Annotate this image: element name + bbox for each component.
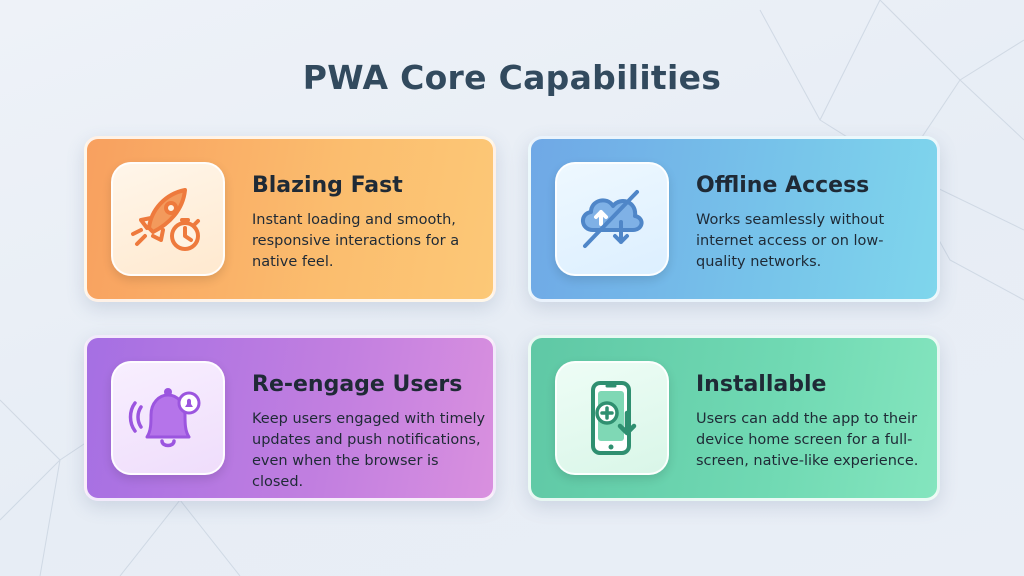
card-description: Instant loading and smooth, responsive i… bbox=[252, 212, 460, 270]
card-re-engage-users: Re-engage Users Keep users engaged with … bbox=[84, 335, 496, 501]
card-title: Installable bbox=[696, 372, 827, 397]
icon-tile bbox=[111, 361, 225, 475]
page-title: PWA Core Capabilities bbox=[302, 58, 722, 97]
card-description: Users can add the app to their device ho… bbox=[696, 411, 919, 469]
card-description: Works seamlessly without internet access… bbox=[696, 212, 885, 270]
icon-tile bbox=[111, 162, 225, 276]
icon-tile bbox=[555, 162, 669, 276]
card-offline-access: Offline Access Works seamlessly without … bbox=[528, 136, 940, 302]
card-title: Offline Access bbox=[696, 173, 870, 198]
bell-notification-icon bbox=[128, 388, 201, 448]
icon-tile bbox=[555, 361, 669, 475]
rocket-stopwatch-icon bbox=[131, 188, 200, 251]
card-title: Re-engage Users bbox=[252, 372, 463, 397]
card-blazing-fast: Blazing Fast Instant loading and smooth,… bbox=[84, 136, 496, 302]
cloud-offline-icon bbox=[581, 190, 644, 248]
card-description: Keep users engaged with timely updates a… bbox=[252, 411, 486, 490]
card-title: Blazing Fast bbox=[252, 173, 403, 198]
card-installable: Installable Users can add the app to the… bbox=[528, 335, 940, 501]
phone-install-icon bbox=[591, 381, 637, 455]
